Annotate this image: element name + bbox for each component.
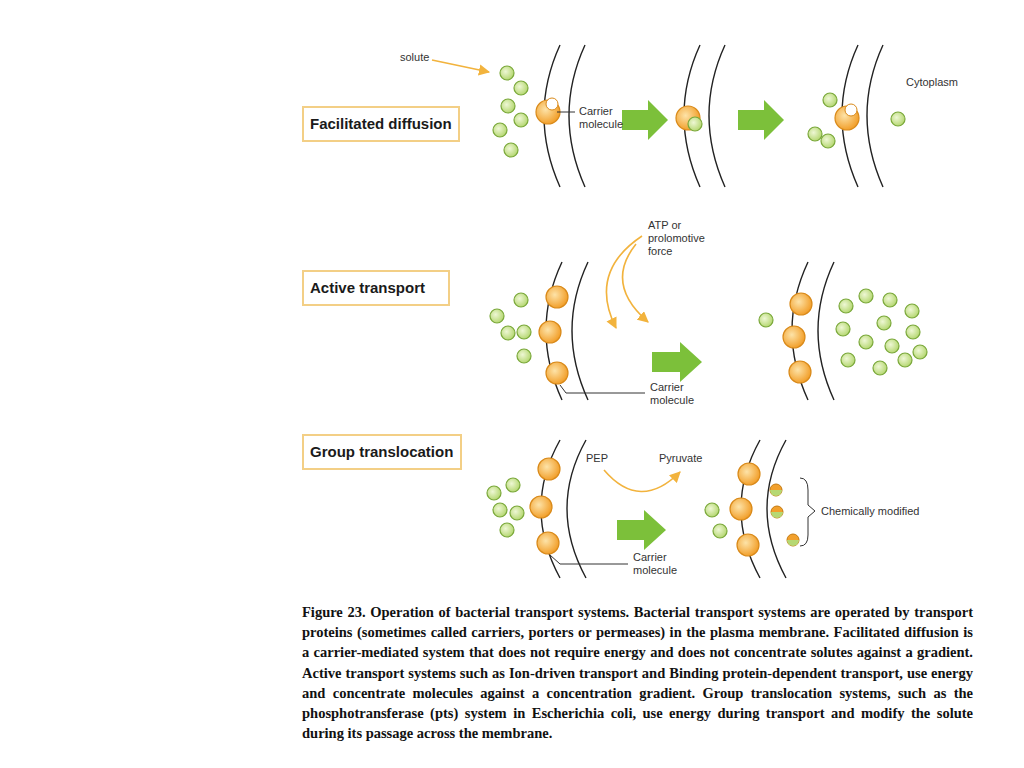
green-arrow xyxy=(617,510,666,550)
carrier-molecule xyxy=(737,534,759,556)
solute-dot xyxy=(839,299,853,313)
green-arrow xyxy=(622,100,668,140)
solute-dot xyxy=(905,304,919,318)
method-box: Active transport xyxy=(302,270,450,306)
modified-solute-half xyxy=(770,490,782,496)
solute-dot xyxy=(500,523,514,537)
figure-caption: Figure 23. Operation of bacterial transp… xyxy=(302,602,973,743)
carriers xyxy=(530,100,859,556)
figure-label: Carrier molecule xyxy=(579,105,633,131)
modified-solute xyxy=(770,484,782,496)
carrier-molecule xyxy=(538,458,560,480)
figure-label: Carrier molecule xyxy=(633,551,687,577)
process-arrows xyxy=(617,100,784,550)
solute-dot xyxy=(493,503,507,517)
modified-solutes xyxy=(770,484,799,546)
solute-dot xyxy=(891,112,905,126)
bracket xyxy=(800,478,815,546)
solute-dot xyxy=(504,143,518,157)
solute-dot xyxy=(877,316,891,330)
membrane xyxy=(767,440,786,578)
solute-dot xyxy=(506,478,520,492)
solute-dot xyxy=(501,99,515,113)
solute-dot xyxy=(906,325,920,339)
solute-dot xyxy=(836,322,850,336)
energy-arrow xyxy=(623,244,648,322)
figure-label: PEP xyxy=(586,452,608,465)
solute-dot xyxy=(759,313,773,327)
solute-dot xyxy=(514,293,528,307)
binding-site xyxy=(546,98,558,110)
leader-lines xyxy=(550,112,815,564)
leader-line xyxy=(557,112,575,113)
solute-dot xyxy=(808,127,822,141)
membrane xyxy=(572,262,588,400)
figure-label: Pyruvate xyxy=(659,452,702,465)
green-arrow xyxy=(738,100,784,140)
solute-dot xyxy=(713,524,727,538)
carrier-molecule xyxy=(789,361,811,383)
solute-dot xyxy=(859,289,873,303)
solute-dot xyxy=(500,66,514,80)
solute-dot xyxy=(510,506,524,520)
bound-solute xyxy=(688,117,702,131)
solute-dot xyxy=(898,353,912,367)
solute-dot xyxy=(859,335,873,349)
solute-dot xyxy=(517,325,531,339)
energy-arcs xyxy=(432,60,680,492)
carrier-molecule xyxy=(546,286,568,308)
membrane xyxy=(567,440,586,578)
carrier-molecule xyxy=(783,326,805,348)
solute-dot xyxy=(841,353,855,367)
method-box: Group translocation xyxy=(302,434,462,470)
carrier-molecule xyxy=(530,496,552,518)
figure-label: solute xyxy=(400,51,429,64)
membrane xyxy=(867,45,883,187)
solutes xyxy=(487,66,927,538)
solute-dot xyxy=(705,503,719,517)
solute-dot xyxy=(514,81,528,95)
solute-dot xyxy=(873,361,887,375)
figure-label: ATP or prolomotive force xyxy=(648,219,712,258)
solute-dot xyxy=(823,93,837,107)
membrane xyxy=(818,262,834,400)
figure-label: Carrier molecule xyxy=(650,381,704,407)
green-arrow xyxy=(652,342,702,382)
solute-leader xyxy=(432,60,489,72)
membranes xyxy=(541,45,883,578)
solute-dot xyxy=(493,123,507,137)
figure-label: Chemically modified xyxy=(821,505,919,518)
pep-arrow xyxy=(604,470,680,492)
modified-solute xyxy=(787,534,799,546)
modified-solute xyxy=(771,506,783,518)
solute-dot xyxy=(490,309,504,323)
leader-line xyxy=(550,555,628,564)
binding-site xyxy=(845,104,857,116)
energy-arrow xyxy=(606,236,642,328)
leader-line xyxy=(560,385,645,393)
carrier-molecule xyxy=(730,498,752,520)
modified-solute-half xyxy=(771,512,783,518)
carrier-molecule xyxy=(790,293,812,315)
method-title: Active transport xyxy=(310,279,425,296)
carrier-molecule xyxy=(539,321,561,343)
solute-dot xyxy=(501,326,515,340)
membrane xyxy=(709,45,725,187)
carrier-molecule xyxy=(537,532,559,554)
solute-dot xyxy=(885,339,899,353)
solute-dot xyxy=(514,113,528,127)
solute-dot xyxy=(487,486,501,500)
carrier-molecule xyxy=(546,362,568,384)
solute-dot xyxy=(913,345,927,359)
method-box: Facilitated diffusion xyxy=(302,106,460,142)
solute-dot xyxy=(821,134,835,148)
method-title: Facilitated diffusion xyxy=(310,115,452,132)
solute-dot xyxy=(883,293,897,307)
figure-label: Cytoplasm xyxy=(906,76,958,89)
solute-dot xyxy=(517,349,531,363)
method-title: Group translocation xyxy=(310,443,453,460)
modified-solute-half xyxy=(787,540,799,546)
carrier-molecule xyxy=(738,463,760,485)
